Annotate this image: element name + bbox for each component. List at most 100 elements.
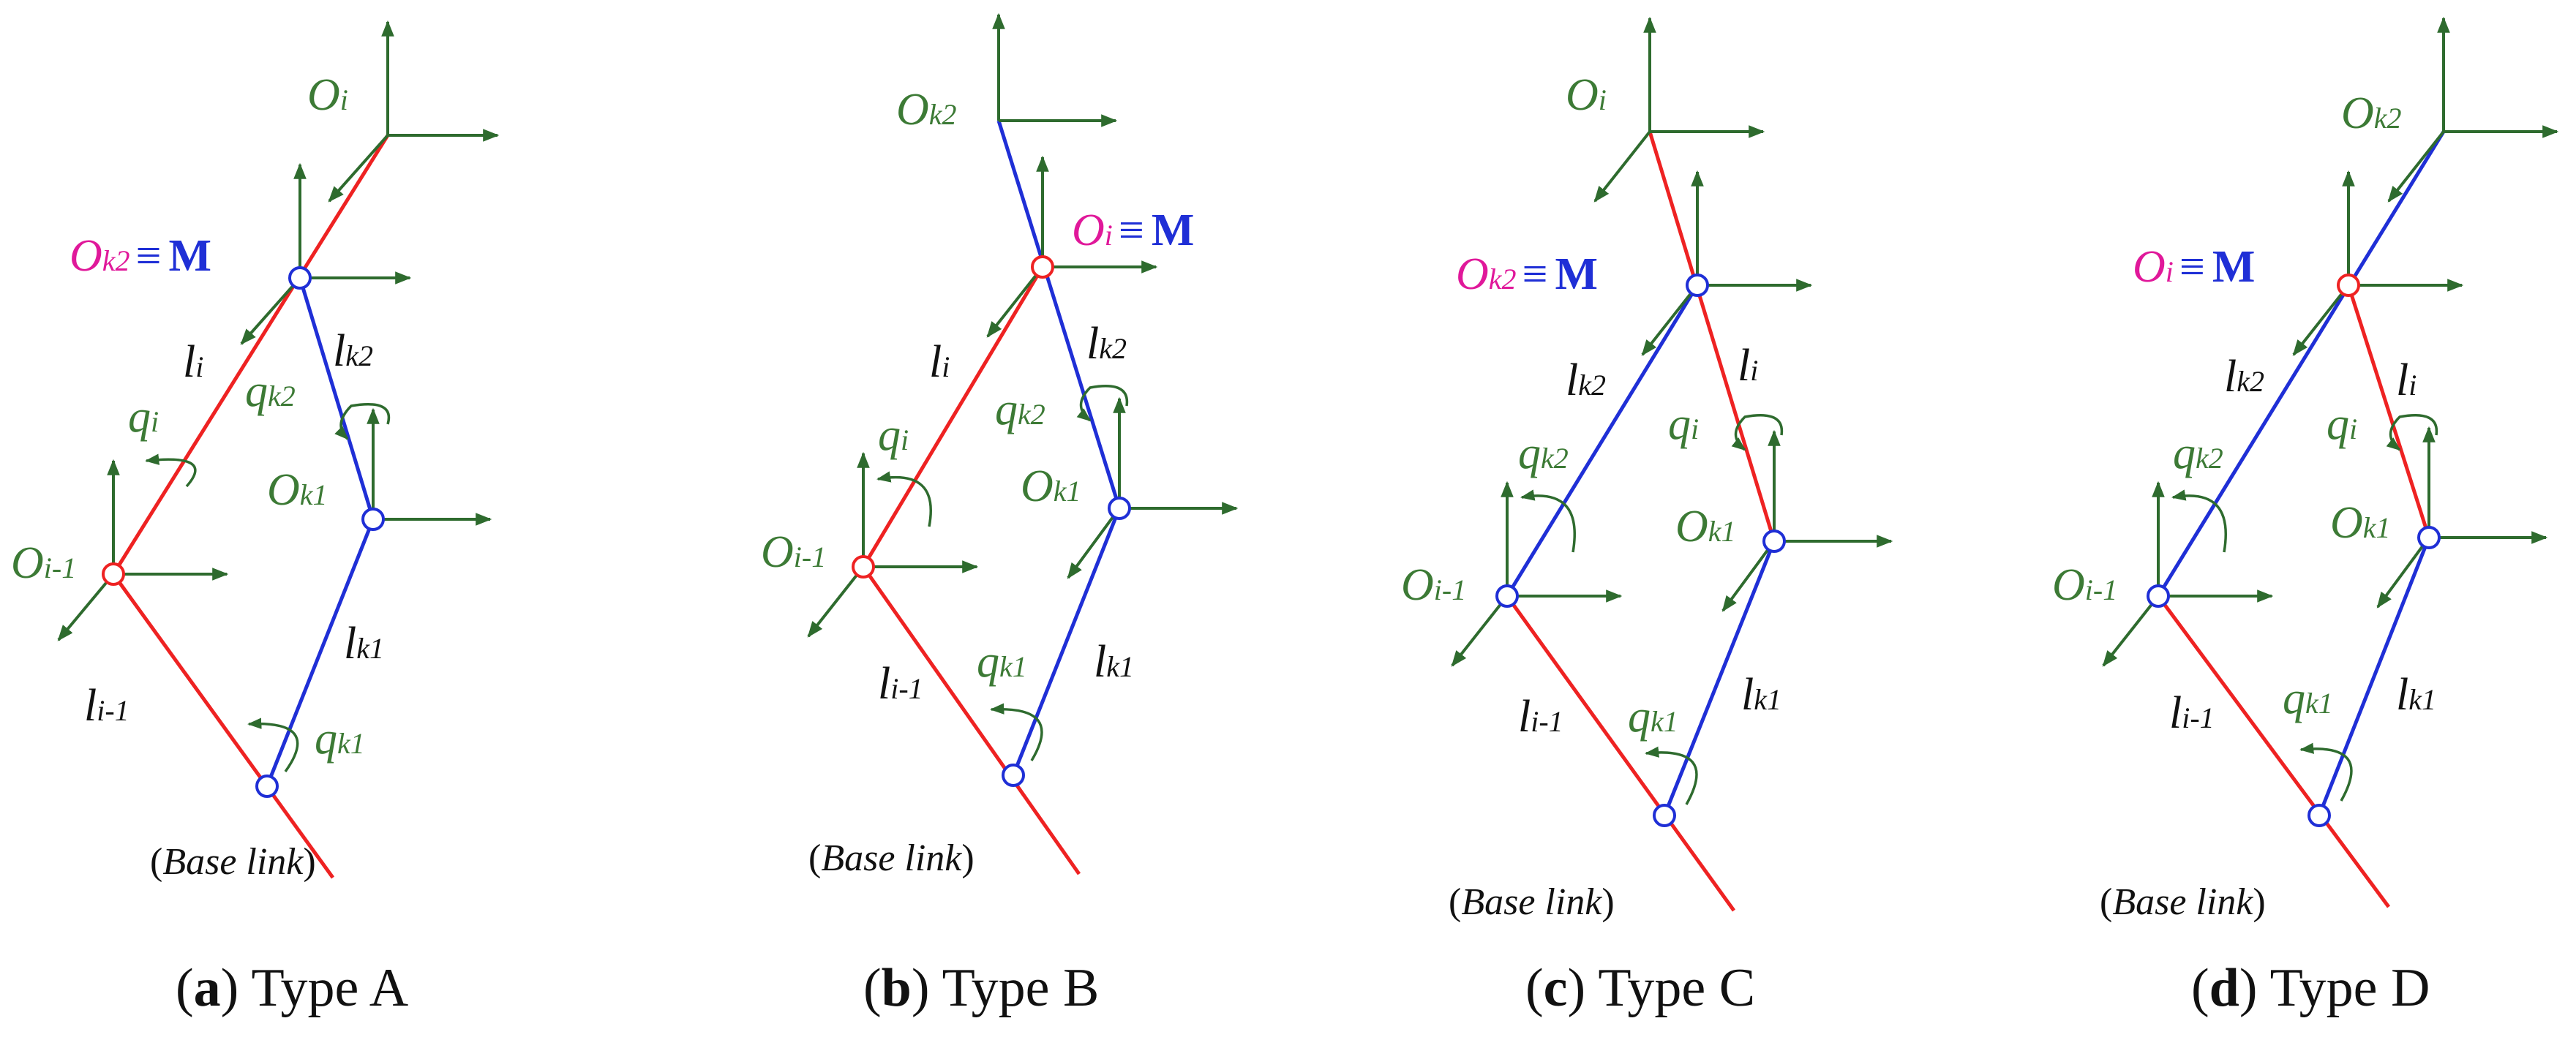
label-l-i: li (929, 337, 950, 387)
label-base-link: (Base link) (1449, 881, 1615, 923)
label-l-k2: lk2 (1566, 355, 1606, 405)
frame-o-k2 (240, 162, 412, 345)
angle-qk1-arrow (247, 717, 299, 773)
label-l-k1: lk1 (1741, 670, 1781, 720)
link-li-red (2346, 285, 2431, 538)
frame-o-i-1 (57, 459, 229, 641)
label-o-i-1: Oi-1 (11, 538, 76, 588)
label-q-k2: qk2 (1518, 429, 1569, 478)
label-l-k1: lk1 (344, 619, 384, 668)
frame-o-k1 (2376, 426, 2548, 608)
label-o-k1: Ok1 (2330, 498, 2391, 548)
link-base-red (861, 565, 1081, 875)
angle-qi-arrow (876, 471, 932, 527)
link-lk1-blue (265, 519, 375, 787)
angle-qk2-arrow (334, 403, 391, 440)
joint-base (1653, 804, 1676, 827)
label-l-i-1: li-1 (2169, 688, 2215, 738)
label-l-i-1: li-1 (878, 659, 923, 709)
joint-o-i-1 (2147, 584, 2170, 608)
label-l-k2: lk2 (1086, 319, 1127, 369)
panel-type-a: Oi Ok2≡M li lk2 qi qk2 Ok1 Oi-1 lk1 li-1… (11, 20, 500, 1018)
angle-qk2-arrow (1076, 385, 1129, 422)
link-lk1-blue (2317, 537, 2431, 816)
frame-o-i (1593, 16, 1765, 203)
frame-o-i (2292, 170, 2464, 356)
link-lk2-blue (996, 120, 1122, 509)
label-o-i-1: Oi-1 (2052, 560, 2117, 610)
label-o-k1: Ok1 (267, 465, 328, 515)
link-li-red (111, 134, 390, 576)
label-o-k1: Ok1 (1021, 461, 1081, 511)
link-lk2-blue (1505, 284, 1700, 598)
label-o-k2: Ok2 (2341, 88, 2402, 138)
joint-o-k1 (361, 508, 385, 531)
label-q-i: qi (878, 410, 909, 460)
label-o-i: Oi (1566, 70, 1607, 120)
joint-base (255, 775, 279, 798)
label-l-i: li (183, 337, 203, 387)
caption-c: (c) Type C (1525, 958, 1755, 1018)
link-lk1-blue (1662, 540, 1776, 816)
label-q-k2: qk2 (995, 385, 1045, 434)
label-q-k1: qk1 (1628, 692, 1678, 742)
label-l-k1: lk1 (2396, 670, 2436, 720)
frame-o-k1 (1067, 396, 1239, 579)
joint-base (1002, 764, 1025, 787)
label-q-i: qi (2327, 399, 2357, 449)
joint-m (1686, 274, 1709, 297)
joint-base (2307, 804, 2331, 827)
label-q-k2: qk2 (245, 366, 296, 416)
link-lk1-blue (1011, 508, 1122, 776)
joint-m (288, 266, 312, 290)
label-coincident: Ok2≡M (70, 231, 211, 281)
link-lk2-blue (298, 277, 375, 520)
link-lk2-blue (2156, 130, 2446, 598)
joint-o-i-1 (1495, 584, 1519, 608)
label-q-k1: qk1 (977, 637, 1027, 687)
label-q-k2: qk2 (2173, 429, 2223, 478)
label-base-link: (Base link) (808, 837, 975, 879)
label-coincident: Oi≡M (2133, 242, 2255, 292)
label-l-k2: lk2 (333, 326, 373, 376)
label-o-k1: Ok1 (1675, 502, 1736, 551)
panel-type-d: Ok2 Oi≡M lk2 li qk2 qi Ok1 Oi-1 li-1 qk1… (2052, 16, 2559, 1018)
frame-o-i (986, 155, 1158, 338)
label-coincident: Ok2≡M (1456, 249, 1598, 299)
label-q-k1: qk1 (315, 714, 365, 764)
link-base-red (2156, 595, 2391, 908)
joint-m (2337, 274, 2360, 297)
label-o-k2: Ok2 (896, 85, 957, 135)
link-li-red (1648, 131, 1776, 542)
label-l-i-1: li-1 (1518, 692, 1563, 742)
label-l-k2: lk2 (2224, 352, 2264, 402)
angle-qk2-arrow (2171, 489, 2227, 553)
link-base-red (111, 573, 335, 879)
frame-o-k2 (1641, 170, 1813, 356)
angle-qi-arrow (145, 453, 197, 488)
frame-o-i-1 (807, 451, 979, 638)
angle-qi-arrow (1731, 414, 1784, 451)
frame-o-i (328, 20, 500, 203)
label-coincident: Oi≡M (1072, 206, 1194, 255)
link-base-red (1505, 595, 1736, 912)
angle-qk1-arrow (2299, 742, 2353, 802)
angle-qk2-arrow (1520, 489, 1576, 553)
label-l-i: li (1738, 341, 1758, 391)
link-li-red (861, 265, 1045, 568)
panel-type-b: Ok2 Oi≡M li lk2 qi qk2 Ok1 Oi-1 qk1 lk1 … (761, 12, 1239, 1018)
label-o-i-1: Oi-1 (1401, 560, 1466, 610)
joint-o-k1 (1108, 497, 1131, 520)
joint-m (1031, 255, 1054, 279)
frame-o-k1 (367, 407, 492, 526)
label-base-link: (Base link) (2100, 881, 2266, 923)
joint-o-k1 (1762, 530, 1786, 553)
label-l-i-1: li-1 (84, 681, 129, 731)
label-q-k1: qk1 (2283, 674, 2333, 723)
frame-o-k2 (2387, 16, 2559, 203)
label-o-i-1: Oi-1 (761, 527, 826, 577)
frame-o-k2 (992, 12, 1118, 127)
label-base-link: (Base link) (150, 841, 316, 883)
angle-qk1-arrow (990, 703, 1043, 761)
